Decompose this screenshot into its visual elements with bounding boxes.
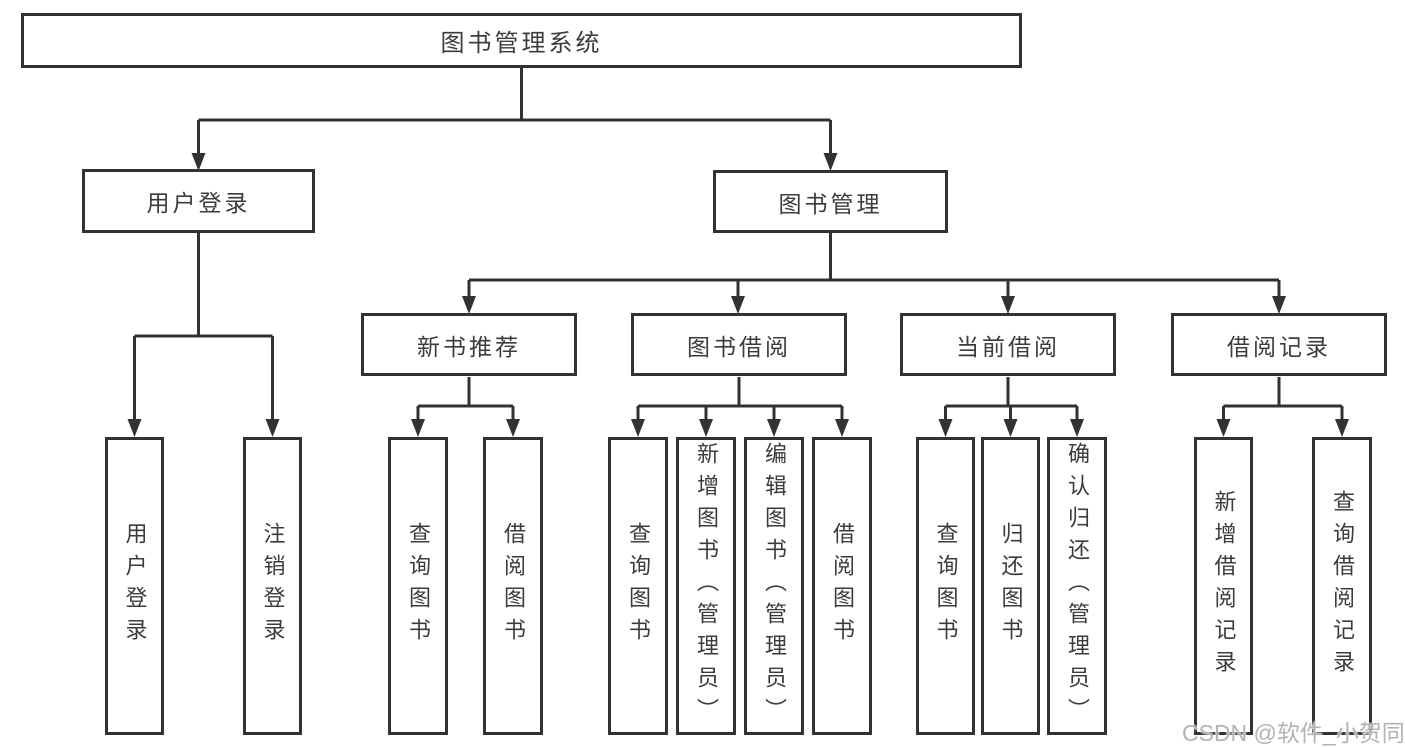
leaf-label: 归还图书 [998, 522, 1024, 650]
node-label: 图书管理系统 [440, 30, 603, 57]
node-label: 用户登录 [146, 190, 251, 216]
node-label: 借阅记录 [1227, 333, 1331, 360]
leaf-label: 查询图书 [406, 522, 431, 650]
node-label: 当前借阅 [956, 333, 1060, 360]
node-current-borrowing: 当前借阅 [900, 313, 1116, 376]
leaf-borrowing-borrow-books: 借阅图书 [812, 437, 872, 735]
leaf-current-return-books: 归还图书 [981, 437, 1040, 735]
leaf-label: 新增借阅记录 [1211, 490, 1237, 682]
leaf-label: 确认归还（管理员） [1065, 442, 1090, 730]
leaf-current-query-books: 查询图书 [916, 437, 975, 735]
leaf-user-login: 用户登录 [105, 437, 164, 735]
node-book-borrowing: 图书借阅 [631, 313, 847, 376]
leaf-label: 查询图书 [933, 522, 959, 650]
leaf-label: 编辑图书（管理员） [762, 442, 787, 730]
node-library-management-system: 图书管理系统 [21, 13, 1022, 68]
leaf-label: 注销登录 [260, 522, 286, 650]
leaf-borrowing-query-books: 查询图书 [608, 437, 668, 735]
node-new-book-recommendation: 新书推荐 [361, 313, 577, 376]
node-label: 图书管理 [778, 190, 883, 217]
leaf-recommend-query-books: 查询图书 [388, 437, 448, 735]
node-book-management: 图书管理 [713, 170, 948, 233]
leaf-recommend-borrow-books: 借阅图书 [483, 437, 543, 735]
csdn-watermark: CSDN @软件_小贺同学 [1182, 720, 1405, 746]
leaf-records-add-borrow-record: 新增借阅记录 [1194, 437, 1253, 735]
leaf-label: 新增图书（管理员） [694, 442, 719, 730]
leaf-borrowing-add-books-admin: 新增图书（管理员） [676, 437, 736, 735]
leaf-label: 查询图书 [626, 522, 651, 650]
leaf-label: 借阅图书 [830, 522, 855, 650]
node-user-login: 用户登录 [82, 169, 315, 233]
leaf-label: 查询借阅记录 [1330, 490, 1355, 682]
leaf-borrowing-edit-books-admin: 编辑图书（管理员） [744, 437, 804, 735]
leaf-records-query-borrow-record: 查询借阅记录 [1312, 437, 1372, 735]
node-label: 图书借阅 [687, 333, 791, 360]
leaf-label: 用户登录 [122, 522, 148, 650]
leaf-current-confirm-return-admin: 确认归还（管理员） [1047, 437, 1107, 735]
leaf-label: 借阅图书 [501, 522, 526, 650]
node-label: 新书推荐 [417, 333, 521, 360]
node-borrowing-records: 借阅记录 [1171, 313, 1387, 376]
leaf-logout-login: 注销登录 [243, 437, 302, 735]
